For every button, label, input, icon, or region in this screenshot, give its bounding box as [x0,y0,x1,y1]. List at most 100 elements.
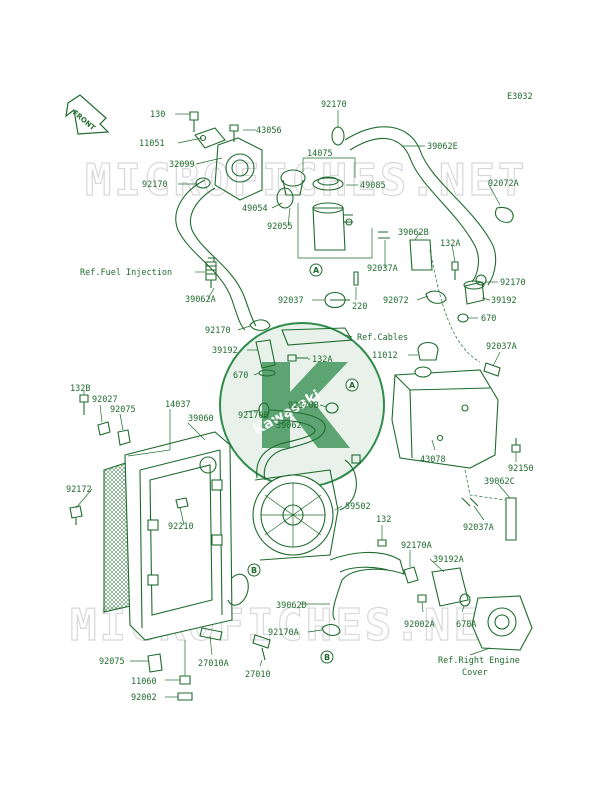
clamp-92072A [494,206,514,223]
sensor-fuel-injection [205,257,217,288]
hose-lower-b [227,573,249,606]
label-92170A-low: 92170A [268,628,299,638]
reserve-tank [391,366,499,469]
bolt-132-low [377,539,387,547]
thermostat-housing [194,127,263,201]
label-ref-right-engine-cover-1: Ref.Right Engine [438,656,520,666]
label-92037A-low: 92037A [463,523,494,533]
label-32099: 32099 [169,160,195,170]
label-49085: 49085 [360,181,386,191]
label-39062C: 39062C [484,477,515,487]
label-39062: 39062 [276,421,302,431]
clamp-92170-mid [249,319,271,331]
radiator [103,431,233,641]
bolt-132B [79,394,89,415]
label-ref-cables: Ref.Cables [357,333,408,343]
oring-49054 [276,187,294,209]
label-132A-top: 132A [440,239,460,249]
svg-text:B: B [324,653,330,662]
label-92210: 92210 [168,522,194,532]
clamp-92037 [324,291,350,309]
label-132-low: 132 [376,515,391,525]
bolt-43056 [229,124,239,142]
hose-39062E [344,126,497,286]
switch-27010 [252,634,271,661]
label-92055: 92055 [267,222,293,232]
svg-text:A: A [349,381,356,390]
label-92170-right: 92170 [500,278,526,288]
svg-text:A: A [313,266,320,275]
svg-text:B: B [251,566,257,575]
label-132B: 132B [70,384,90,394]
leader-lines [75,110,517,698]
bracket-cables [281,327,353,346]
cap-11012 [417,341,439,361]
clamp-92072 [425,290,447,304]
label-92172: 92172 [66,485,92,495]
label-27010: 27010 [245,670,271,680]
clip-92037A-mid [378,231,390,239]
label-92170B-left: 92170B [238,411,269,421]
bolt-220 [353,271,359,286]
label-670-mid: 670 [233,371,248,381]
label-49054: 49054 [242,204,268,214]
label-39060: 39060 [188,414,214,424]
fan-59502 [252,454,361,561]
label-92170-left: 92170 [142,180,168,190]
fitting-39192A [431,567,469,607]
marker-a-mid: A [345,378,359,392]
label-670A: 670A [456,620,476,630]
label-92072: 92072 [383,296,409,306]
clamp-92170-left [195,177,211,189]
clamp-92170A-low [321,623,341,637]
marker-b-left: B [247,563,261,577]
label-92037: 92037 [278,296,304,306]
label-39192-right: 39192 [491,296,517,306]
label-43078: 43078 [420,455,446,465]
label-92075-top: 92075 [110,405,136,415]
label-39062D: 39062D [276,601,307,611]
label-670-right: 670 [481,314,496,324]
spacer-11060 [179,675,191,685]
label-39062E: 39062E [427,142,458,152]
clamp-92170B-right [325,402,339,414]
grommet-92075-low [147,653,163,673]
fitting-39192-right [464,281,485,305]
hose-39062 [256,409,326,481]
hose-39062D [329,551,405,621]
bolt-132A-mid [287,354,308,362]
label-39062B: 39062B [398,228,429,238]
label-59502: 59502 [345,502,371,512]
fitting-39192-mid [255,339,276,369]
marker-a-top: A [309,263,323,277]
label-92170B-right: 92170B [288,401,319,411]
marker-b-low: B [320,650,334,664]
bolt-132A-top [451,261,459,280]
label-ref-right-engine-cover-2: Cover [462,668,488,678]
label-39192A: 39192A [433,555,464,565]
clip-92210 [175,497,189,509]
label-92027: 92027 [92,395,118,405]
tube-39062C [505,497,517,541]
clamp-92170-top [331,126,345,146]
bolt-92002A [417,594,427,603]
front-arrow-icon: FRONT [65,94,110,135]
label-92002: 92002 [131,693,157,703]
label-92170-top: 92170 [321,100,347,110]
label-92150: 92150 [508,464,534,474]
label-92170A-right: 92170A [401,541,432,551]
label-92002A: 92002A [404,620,435,630]
label-92037A-right: 92037A [486,342,517,352]
grommet-92075-top [117,429,131,446]
label-14075: 14075 [307,149,333,159]
label-92037A-mid: 92037A [367,264,398,274]
filler-cap-49085 [312,176,344,191]
clamp-92170-right [475,274,487,286]
overflow-tube-dash [429,249,481,363]
label-132A-mid: 132A [312,355,332,365]
bolt-92150 [511,438,521,453]
washer-92002 [177,692,193,701]
clip-92037A-right [483,362,501,377]
hose-39062A [175,179,257,331]
